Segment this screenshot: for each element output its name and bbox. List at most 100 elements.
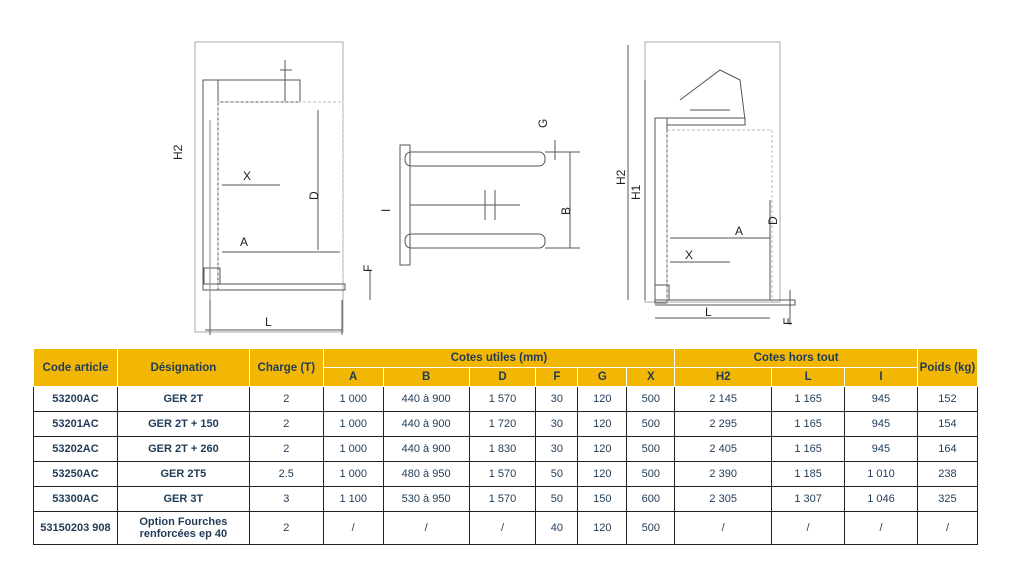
header-I: I [844,367,918,387]
table-cell: 2 305 [674,486,773,512]
table-cell: 1 000 [322,411,384,437]
label-B: B [559,207,573,215]
table-cell: GER 2T + 260 [116,436,250,462]
table-cell: 53150203 908 [33,511,118,545]
table-cell: 945 [844,436,918,462]
label-H2: H2 [171,144,185,160]
table-cell: 1 165 [771,436,846,462]
table-cell: GER 3T [116,486,250,512]
table-cell: 152 [916,386,979,412]
table-cell: 53300AC [33,486,118,512]
table-cell: 325 [916,486,979,512]
table-cell: Option Fourches renforcées ep 40 [116,511,250,545]
table-cell: / [382,511,470,545]
table-cell: 2 145 [674,386,773,412]
table-cell: 440 à 900 [382,386,470,412]
label-I: I [379,209,393,212]
table-cell: 2 [248,436,324,462]
table-cell: 500 [626,511,676,545]
table-cell: 440 à 900 [382,436,470,462]
table-cell: 1 165 [771,386,846,412]
table-cell: 500 [626,436,676,462]
table-cell: 1 100 [322,486,384,512]
top-view-drawing: G I B [379,119,580,266]
table-cell: 120 [577,411,628,437]
table-cell: 120 [577,511,628,545]
label-F: F [781,318,795,325]
table-cell: 30 [535,386,579,412]
table-cell: GER 2T + 150 [116,411,250,437]
label-H1: H1 [629,184,643,200]
table-cell: / [468,511,537,545]
table-cell: 600 [626,486,676,512]
table-cell: 1 000 [322,461,384,487]
table-cell: / [322,511,384,545]
table-cell: 1 010 [844,461,918,487]
table-cell: 30 [535,411,579,437]
label-H2: H2 [614,169,628,185]
table-cell: 480 à 950 [382,461,470,487]
table-cell: 1 570 [468,486,537,512]
table-cell: / [844,511,918,545]
table-cell: / [674,511,773,545]
header-code: Code article [33,348,118,387]
table-cell: 154 [916,411,979,437]
table-cell: GER 2T [116,386,250,412]
header-H2: H2 [674,367,773,387]
table-cell: 1 185 [771,461,846,487]
table-cell: 1 165 [771,411,846,437]
table-cell: 53201AC [33,411,118,437]
header-cotes-utiles: Cotes utiles (mm) [322,348,676,368]
table-cell: / [916,511,979,545]
header-D: D [468,367,537,387]
header-B: B [382,367,470,387]
header-G: G [577,367,628,387]
table-cell: 1 000 [322,436,384,462]
table-cell: 238 [916,461,979,487]
table-cell: 1 307 [771,486,846,512]
table-cell: 164 [916,436,979,462]
table-cell: 2 [248,511,324,545]
technical-drawings: H2 X D A F L G I B H2 H1 D A X L F [171,41,796,335]
label-G: G [536,119,550,128]
table-cell: 1 570 [468,386,537,412]
table-cell: 53200AC [33,386,118,412]
table-cell: 2 405 [674,436,773,462]
table-cell: 50 [535,461,579,487]
table-cell: / [771,511,846,545]
label-D: D [766,216,780,225]
header-X: X [626,367,676,387]
table-cell: 53202AC [33,436,118,462]
table-cell: 500 [626,411,676,437]
table-cell: 1 046 [844,486,918,512]
label-A: A [735,224,743,238]
table-cell: 2 390 [674,461,773,487]
right-view-drawing: H2 H1 D A X L F [614,41,796,325]
table-cell: 40 [535,511,579,545]
table-cell: 53250AC [33,461,118,487]
specifications-table: Code article Désignation Charge (T) Cote… [33,348,979,545]
table-cell: GER 2T5 [116,461,250,487]
table-cell: 1 570 [468,461,537,487]
header-charge: Charge (T) [248,348,324,387]
header-designation: Désignation [116,348,250,387]
table-cell: 1 720 [468,411,537,437]
table-cell: 2 295 [674,411,773,437]
table-cell: 120 [577,386,628,412]
header-poids: Poids (kg) [916,348,979,387]
label-L: L [705,305,712,319]
label-D: D [307,191,321,200]
table-cell: 1 000 [322,386,384,412]
table-cell: 945 [844,386,918,412]
table-cell: 50 [535,486,579,512]
label-L: L [265,315,272,329]
table-cell: 500 [626,461,676,487]
table-cell: 500 [626,386,676,412]
label-A: A [240,235,248,249]
table-cell: 150 [577,486,628,512]
side-view-drawing: H2 X D A F L [171,41,375,335]
table-cell: 1 830 [468,436,537,462]
